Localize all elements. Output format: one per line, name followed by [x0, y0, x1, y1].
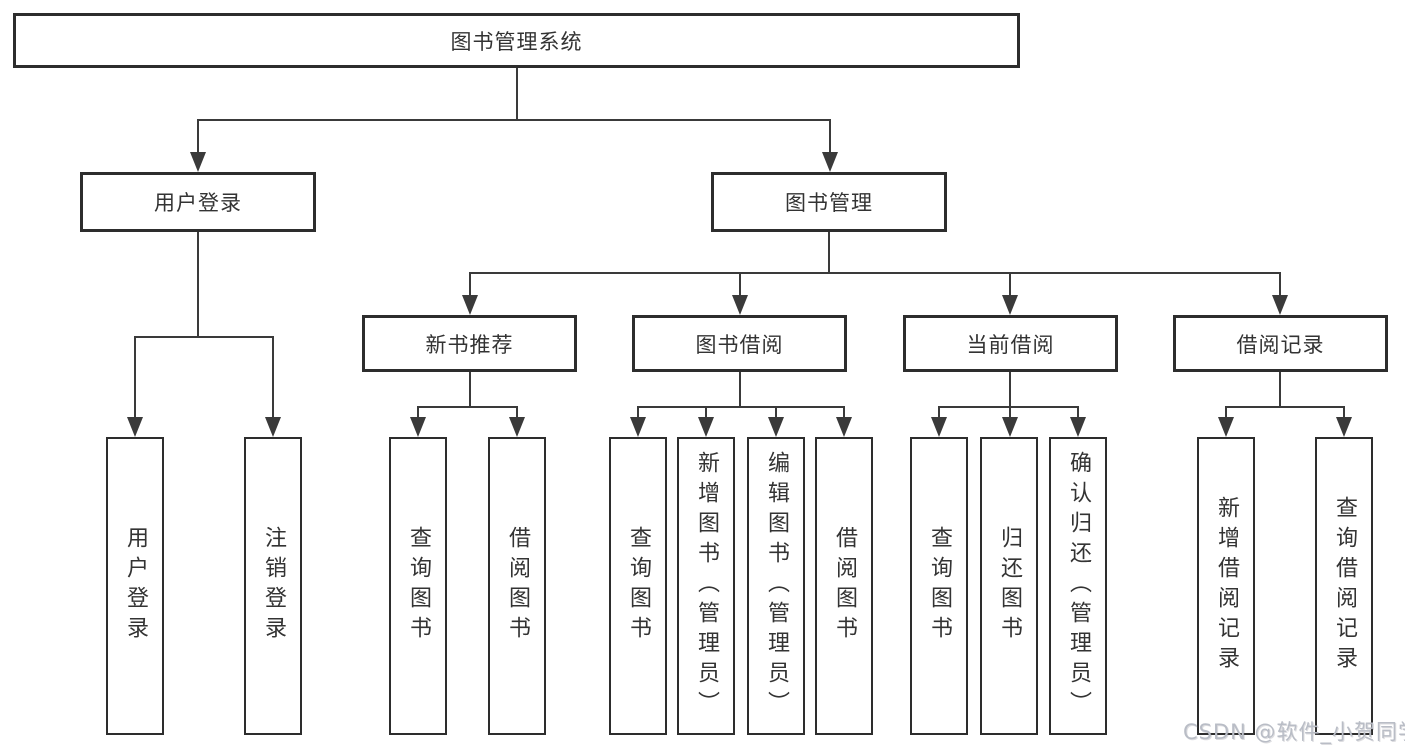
- arrow-down-icon: [1002, 295, 1018, 315]
- node-new-book-recommend-label: 新书推荐: [425, 332, 514, 357]
- leaf-borrow-borrow-books: 借阅图书: [815, 437, 873, 735]
- arrow-down-icon: [410, 417, 426, 437]
- edge-recommend-stem: [469, 372, 471, 408]
- leaf-current-query-books-label: 查询图书: [927, 526, 952, 646]
- leaf-borrow-query-books: 查询图书: [609, 437, 667, 735]
- edge-current-drop-3: [1077, 406, 1079, 418]
- arrow-down-icon: [768, 417, 784, 437]
- edge-user-drop-1: [134, 336, 136, 418]
- leaf-records-query-record-label: 查询借阅记录: [1332, 496, 1357, 676]
- leaf-borrow-query-books-label: 查询图书: [626, 526, 651, 646]
- leaf-user-login-label: 用户登录: [123, 526, 148, 646]
- node-current-borrow: 当前借阅: [903, 315, 1118, 372]
- leaf-records-query-record: 查询借阅记录: [1315, 437, 1373, 735]
- arrow-down-icon: [509, 417, 525, 437]
- arrow-down-icon: [1218, 417, 1234, 437]
- edge-root-stem: [516, 68, 518, 121]
- arrow-down-icon: [462, 295, 478, 315]
- edge-borrow-drop-2: [705, 406, 707, 418]
- leaf-records-add-record-label: 新增借阅记录: [1214, 496, 1239, 676]
- leaf-recommend-query-books-label: 查询图书: [406, 526, 431, 646]
- node-current-borrow-label: 当前借阅: [966, 332, 1055, 357]
- edge-records-drop-1: [1225, 406, 1227, 418]
- node-new-book-recommend: 新书推荐: [362, 315, 577, 372]
- edge-recommend-drop-1: [417, 406, 419, 418]
- arrow-down-icon: [822, 152, 838, 172]
- edge-borrow-rail: [637, 406, 845, 408]
- arrow-down-icon: [190, 152, 206, 172]
- node-borrow-records: 借阅记录: [1173, 315, 1388, 372]
- edge-current-rail: [938, 406, 1079, 408]
- edge-borrow-drop-4: [843, 406, 845, 418]
- edge-records-drop-2: [1343, 406, 1345, 418]
- leaf-borrow-edit-books-admin-label: 编辑图书（管理员）: [764, 451, 789, 721]
- leaf-current-confirm-return-admin-label: 确认归还（管理员）: [1066, 451, 1091, 721]
- arrow-down-icon: [1002, 417, 1018, 437]
- edge-user-rail: [134, 336, 274, 338]
- edge-current-stem: [1009, 372, 1011, 418]
- edge-user-stem: [197, 232, 199, 338]
- arrow-down-icon: [1272, 295, 1288, 315]
- node-book-borrow-label: 图书借阅: [695, 332, 784, 357]
- edge-records-stem: [1279, 372, 1281, 408]
- leaf-recommend-borrow-books-label: 借阅图书: [505, 526, 530, 646]
- edge-root-drop-left: [197, 119, 199, 153]
- edge-borrow-drop-3: [775, 406, 777, 418]
- leaf-borrow-add-books-admin: 新增图书（管理员）: [677, 437, 735, 735]
- edge-root-drop-right: [829, 119, 831, 153]
- edge-recommend-rail: [417, 406, 518, 408]
- leaf-current-query-books: 查询图书: [910, 437, 968, 735]
- arrow-down-icon: [931, 417, 947, 437]
- edge-current-drop-1: [938, 406, 940, 418]
- leaf-current-confirm-return-admin: 确认归还（管理员）: [1049, 437, 1107, 735]
- csdn-watermark: CSDN @软件_小贺同学: [1183, 720, 1405, 744]
- edge-records-rail: [1225, 406, 1345, 408]
- arrow-down-icon: [1336, 417, 1352, 437]
- edge-borrow-drop-1: [637, 406, 639, 418]
- leaf-borrow-add-books-admin-label: 新增图书（管理员）: [694, 451, 719, 721]
- arrow-down-icon: [1070, 417, 1086, 437]
- edge-root-rail: [197, 119, 831, 121]
- edge-mgmt-rail: [469, 272, 1281, 274]
- node-root: 图书管理系统: [13, 13, 1020, 68]
- edge-recommend-drop-2: [516, 406, 518, 418]
- edge-mgmt-drop-2: [739, 272, 741, 297]
- node-root-label: 图书管理系统: [450, 29, 583, 54]
- arrow-down-icon: [732, 295, 748, 315]
- node-user-login-label: 用户登录: [154, 191, 242, 215]
- leaf-borrow-edit-books-admin: 编辑图书（管理员）: [747, 437, 805, 735]
- node-user-login: 用户登录: [80, 172, 316, 232]
- node-book-management: 图书管理: [711, 172, 947, 232]
- arrow-down-icon: [265, 417, 281, 437]
- arrow-down-icon: [836, 417, 852, 437]
- edge-borrow-stem: [739, 372, 741, 408]
- leaf-records-add-record: 新增借阅记录: [1197, 437, 1255, 735]
- leaf-recommend-query-books: 查询图书: [389, 437, 447, 735]
- arrow-down-icon: [698, 417, 714, 437]
- leaf-logout: 注销登录: [244, 437, 302, 735]
- node-borrow-records-label: 借阅记录: [1236, 332, 1325, 357]
- arrow-down-icon: [127, 417, 143, 437]
- edge-mgmt-drop-1: [469, 272, 471, 297]
- leaf-logout-label: 注销登录: [261, 526, 286, 646]
- leaf-current-return-books: 归还图书: [980, 437, 1038, 735]
- leaf-borrow-borrow-books-label: 借阅图书: [832, 526, 857, 646]
- node-book-management-label: 图书管理: [785, 191, 873, 215]
- edge-mgmt-drop-4: [1279, 272, 1281, 297]
- leaf-user-login: 用户登录: [106, 437, 164, 735]
- arrow-down-icon: [630, 417, 646, 437]
- edge-user-drop-2: [272, 336, 274, 418]
- leaf-recommend-borrow-books: 借阅图书: [488, 437, 546, 735]
- node-book-borrow: 图书借阅: [632, 315, 847, 372]
- edge-mgmt-drop-3: [1009, 272, 1011, 297]
- leaf-current-return-books-label: 归还图书: [997, 526, 1022, 646]
- edge-mgmt-stem: [828, 232, 830, 274]
